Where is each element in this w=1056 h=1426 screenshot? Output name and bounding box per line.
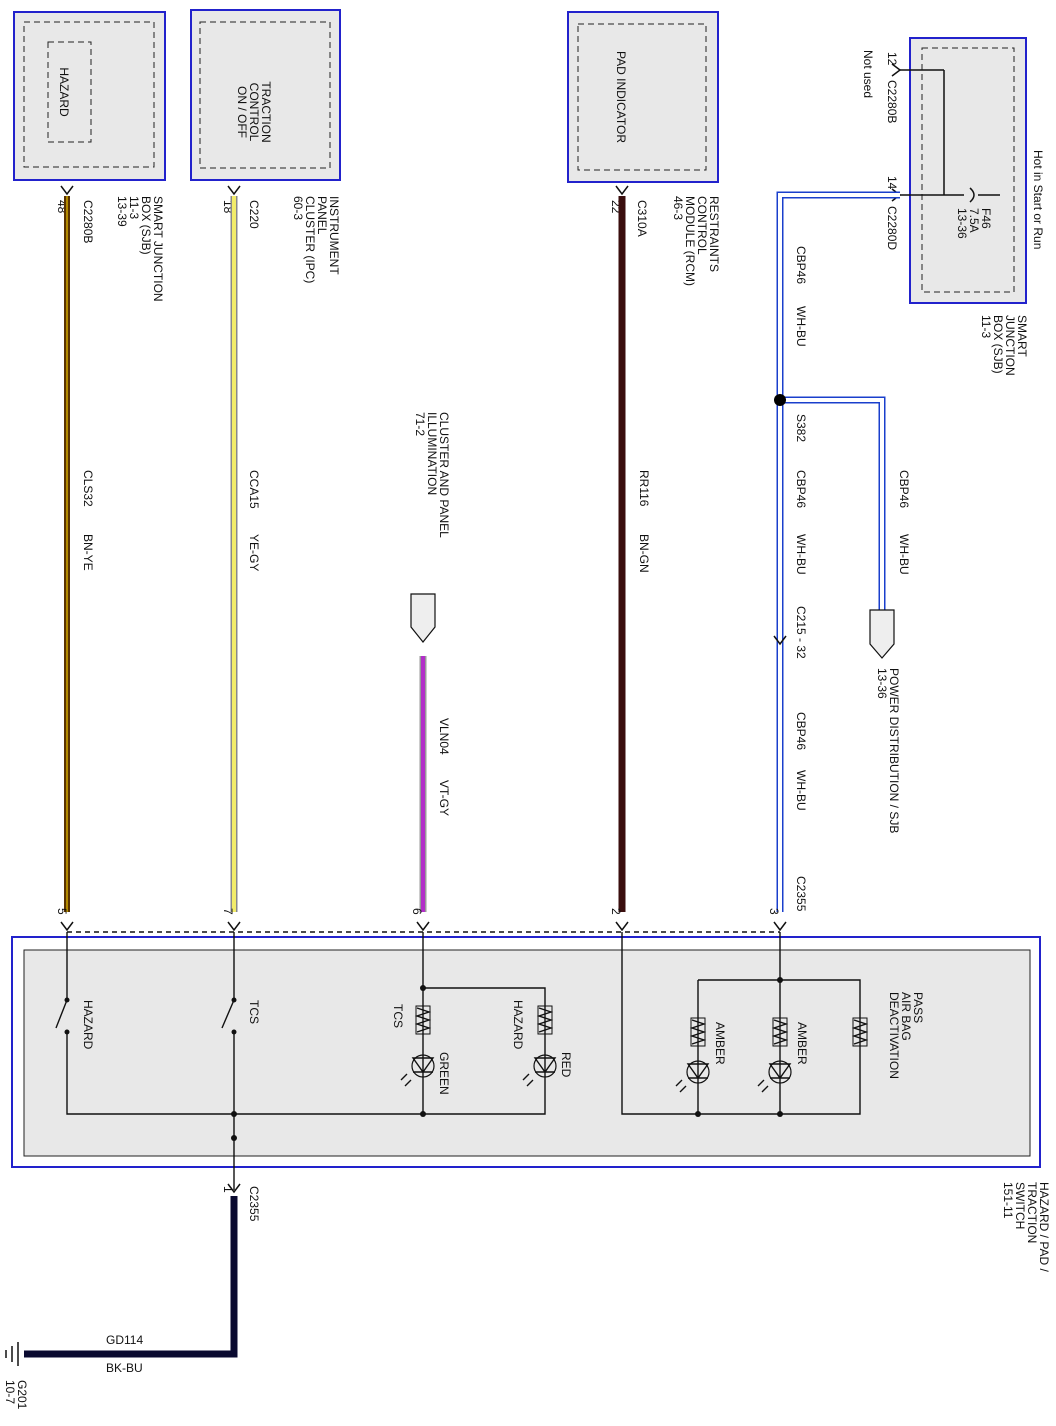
wire-vln04-circuit: VLN04 — [437, 718, 451, 755]
power-dist-ref: POWER DISTRIBUTION / SJB13-36 — [875, 668, 901, 833]
sjb-power-title: SMARTJUNCTIONBOX (SJB)11-3 — [979, 315, 1029, 376]
splice-s382: S382 — [794, 414, 808, 442]
conn-c220: C220 — [247, 200, 261, 229]
connector-12-icon — [891, 63, 902, 77]
conn-hazard-top: 48 C2280B — [55, 185, 95, 243]
wire-cbp46-d-color: WH-BU — [794, 770, 808, 811]
amber1-led-icon — [675, 1063, 710, 1093]
tcs-led-label: TCS — [391, 1004, 405, 1028]
pin-5: 5 — [55, 908, 69, 915]
wire-gd114 — [24, 1196, 238, 1358]
tcs-switch-label: TCS — [247, 1000, 261, 1024]
wire-vln04-color: VT-GY — [437, 780, 451, 816]
hazard-module: HAZARD — [13, 11, 166, 181]
wire-cbp46-b-color: WH-BU — [794, 534, 808, 575]
wire-gd114-color: BK-BU — [106, 1361, 143, 1375]
wire-cbp46-b-circuit: CBP46 — [794, 470, 808, 508]
hazard-switch-label: HAZARD — [81, 1000, 95, 1050]
ground-icon — [5, 1342, 19, 1366]
wire-cca15-color: YE-GY — [247, 534, 261, 571]
ground-circuit: 1 C2355 GD114 BK-BU G20110-7 — [3, 1183, 261, 1410]
amber1-label: AMBER — [713, 1022, 727, 1065]
wire-cls32: CLS32 BN-YE — [64, 196, 95, 912]
wire-cbp46-c-color: WH-BU — [897, 534, 911, 575]
wire-vln04: VLN04 VT-GY — [410, 593, 451, 912]
conn-c2280d: C2280D — [885, 206, 899, 250]
ground-g201-label: G20110-7 — [3, 1380, 29, 1410]
pin-1: 1 — [221, 1186, 235, 1193]
rcm-ref: RESTRAINTSCONTROLMODULE (RCM)46-3 — [671, 196, 721, 286]
pin-2: 2 — [609, 908, 623, 915]
fuse-f46-label: F467.5A13-36 — [955, 208, 993, 239]
connector-c215-icon — [773, 635, 787, 646]
wire-cbp46-d-circuit: CBP46 — [794, 712, 808, 750]
pad-indicator-label: PAD INDICATOR — [614, 51, 628, 143]
switch-title: HAZARD / PAD /TRACTIONSWITCH151-11 — [1001, 1182, 1051, 1272]
amber2-led-icon — [757, 1063, 792, 1093]
amber1-resistor-icon — [689, 1019, 707, 1045]
hot-in-start-label: Hot in Start or Run — [1031, 150, 1045, 249]
conn-c2280b: C2280B — [81, 200, 95, 243]
cluster-illum-connector-icon — [410, 593, 436, 643]
fuse-f46-icon — [943, 70, 975, 203]
amber2-resistor-icon — [771, 1019, 789, 1045]
splice-s382-dot — [774, 394, 786, 406]
red-led-icon — [522, 1057, 557, 1087]
hazard-pad-traction-switch: HAZARD TCS TCS GREEN HAZARD RED AMBE — [11, 932, 1051, 1272]
wire-rr116-circuit: RR116 — [637, 470, 651, 507]
pin-7: 7 — [221, 908, 235, 915]
hazard-resistor-icon — [536, 1007, 554, 1033]
green-led-label: GREEN — [437, 1052, 451, 1095]
pin-6: 6 — [410, 908, 424, 915]
connector-c2355-bottom-icon — [227, 1183, 241, 1194]
traction-module-label: TRACTIONCONTROLON / OFF — [235, 81, 273, 142]
conn-c2355-bottom: C2355 — [247, 1186, 261, 1222]
hazard-switch-icon — [55, 932, 232, 1115]
sjb-power-module: Hot in Start or Run F467.5A13-36 SMARTJU… — [861, 37, 1045, 376]
red-led-label: RED — [559, 1052, 573, 1078]
pin-14: 14 — [885, 176, 899, 190]
tcs-resistor-icon — [414, 1007, 432, 1033]
conn-rcm-top: 22 C310A — [609, 185, 649, 237]
wire-cls32-circuit: CLS32 — [81, 470, 95, 507]
conn-c2280b-12: C2280B — [885, 80, 899, 123]
hazard-led-label: HAZARD — [511, 1000, 525, 1050]
wire-cca15: CCA15 YE-GY — [230, 196, 261, 912]
pin-3: 3 — [767, 908, 781, 915]
wire-cls32-color: BN-YE — [81, 534, 95, 571]
wire-gd114-circuit: GD114 — [106, 1333, 143, 1347]
pad-indicator-module: PAD INDICATOR — [567, 11, 719, 183]
conn-c235-row: 5 7 6 2 3 — [55, 908, 787, 933]
pin-12: 12 — [885, 52, 899, 66]
wire-cbp46-a-color: WH-BU — [794, 306, 808, 347]
cluster-illum-ref: CLUSTER AND PANELILLUMINATION71-2 — [413, 412, 451, 538]
wire-rr116: RR116 BN-GN — [618, 196, 651, 912]
hazard-module-label: HAZARD — [57, 67, 71, 117]
wire-cbp46-c-circuit: CBP46 — [897, 470, 911, 508]
sjb-hazard-ref: SMART JUNCTIONBOX (SJB)11-313-39 — [115, 196, 165, 302]
wire-cbp46: S382 CBP46 WH-BU CBP46 WH-BU CBP46 WH-BU… — [773, 191, 911, 912]
green-led-icon — [400, 1057, 435, 1087]
not-used-label: Not used — [861, 50, 875, 98]
wire-rr116-color: BN-GN — [637, 534, 651, 573]
conn-c215: C215 - 32 — [794, 606, 808, 659]
wire-cbp46-a-circuit: CBP46 — [794, 246, 808, 284]
power-dist-connector-icon — [869, 609, 895, 659]
ipc-ref: INSTRUMENTPANELCLUSTER (IPC)60-3 — [291, 196, 341, 283]
pass-airbag-label: PASSAIR BAGDEACTIVATION — [887, 992, 925, 1079]
traction-module: TRACTIONCONTROLON / OFF — [190, 9, 341, 181]
amber2-label: AMBER — [795, 1022, 809, 1065]
wire-cca15-circuit: CCA15 — [247, 470, 261, 509]
conn-tcs-top: 18 C220 — [221, 185, 261, 229]
pass-airbag-resistor-icon — [851, 1019, 869, 1045]
conn-c310a: C310A — [635, 200, 649, 237]
conn-c235-label: C2355 — [794, 876, 808, 912]
